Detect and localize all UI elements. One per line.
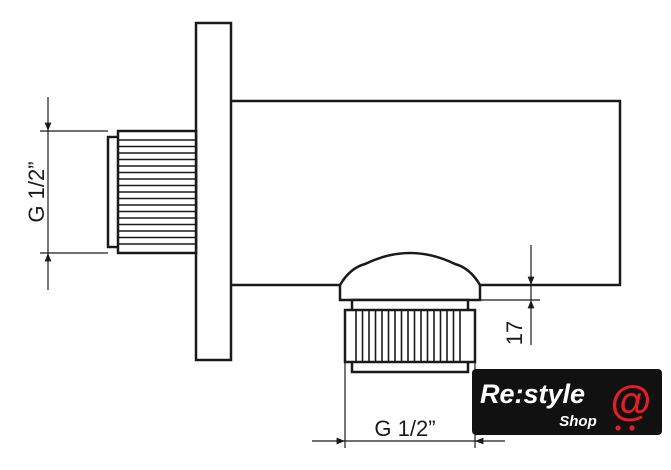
outlet-thread: [343, 298, 477, 374]
logo-brand-text: Re:style: [480, 379, 585, 409]
outlet-dimension-label: G 1/2”: [374, 416, 435, 441]
outlet-dome: [338, 251, 482, 302]
elbow-body: [231, 99, 622, 287]
logo-sub-text: Shop: [559, 413, 597, 430]
inlet-thread: [106, 129, 198, 255]
offset-dimension: [480, 245, 540, 345]
logo-at-symbol: @: [611, 377, 652, 424]
inlet-dimension-label: G 1/2”: [24, 161, 49, 222]
logo-background: [472, 369, 662, 435]
wall-flange-plate: [194, 21, 233, 362]
logo-at-cart-icon: @: [611, 377, 652, 431]
restyle-shop-logo[interactable]: Re:style Shop @: [472, 369, 662, 435]
offset-dimension-label: 17: [502, 321, 527, 345]
inlet-dimension: [40, 97, 108, 290]
